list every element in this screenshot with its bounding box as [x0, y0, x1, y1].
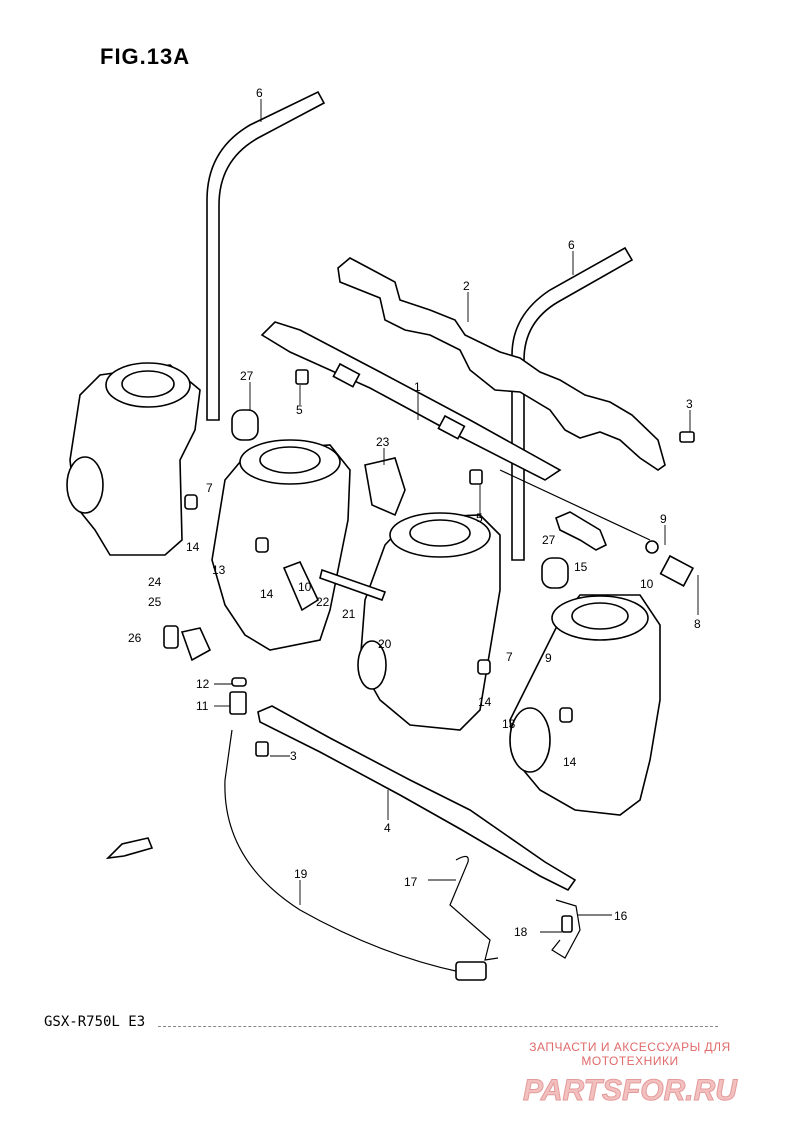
carburetor-4: [509, 594, 661, 816]
callout: 26: [128, 631, 142, 645]
watermark-logo: PARTSFOR.RU: [480, 1072, 780, 1113]
callout: 5: [296, 403, 303, 417]
lower-bracket: [257, 705, 577, 892]
callout: 27: [240, 369, 254, 383]
callout: 16: [614, 909, 628, 923]
callout: 1: [414, 380, 421, 394]
callout: 27: [542, 533, 556, 547]
choke-cable: [224, 729, 487, 981]
carburetor-2: [211, 439, 351, 651]
carburetor-3: [357, 512, 501, 731]
callout: 6: [256, 86, 263, 100]
callout: 21: [342, 607, 356, 621]
callout: 14: [186, 540, 200, 554]
callout: 15: [574, 560, 588, 574]
callout: 13: [502, 717, 516, 731]
fwd-direction-arrow: FWD: [105, 837, 154, 860]
vent-hose-left: [206, 90, 326, 421]
callout: 3: [686, 397, 693, 411]
link-plate: [260, 321, 562, 481]
callout: 19: [294, 867, 308, 881]
callout: 10: [640, 577, 654, 591]
callout: 14: [478, 695, 492, 709]
watermark-text: ЗАПЧАСТИ И АКСЕССУАРЫ ДЛЯ МОТОТЕХНИКИ: [529, 1040, 731, 1068]
footer-divider: [158, 1026, 718, 1027]
callout: 9: [660, 512, 667, 526]
cable-bracket: [555, 511, 608, 551]
callout: 7: [206, 481, 213, 495]
svg-text:FWD: FWD: [123, 843, 140, 854]
callout: 3: [290, 749, 297, 763]
callout: 25: [148, 595, 162, 609]
leader-lines: [214, 99, 699, 933]
callout: 8: [694, 617, 701, 631]
callout: 23: [376, 435, 390, 449]
callout: 10: [298, 580, 312, 594]
callout: 7: [506, 650, 513, 664]
callout: 12: [196, 677, 210, 691]
callout: 9: [545, 651, 552, 665]
upper-bracket: [337, 257, 666, 471]
watermark: ЗАПЧАСТИ И АКСЕССУАРЫ ДЛЯ МОТОТЕХНИКИ PA…: [480, 1040, 780, 1113]
svg-text:PARTSFOR.RU: PARTSFOR.RU: [523, 1074, 738, 1107]
model-label: GSX-R750L E3: [44, 1014, 146, 1030]
callout: 22: [316, 595, 330, 609]
callout: 20: [378, 637, 392, 651]
throttle-cable: [499, 469, 695, 587]
callout: 18: [514, 925, 528, 939]
callout: 17: [404, 875, 418, 889]
callout: 2: [463, 279, 470, 293]
callout: 11: [196, 699, 209, 713]
callout: 14: [260, 587, 274, 601]
small-parts: [163, 369, 695, 757]
callout: 14: [563, 755, 577, 769]
callout: 24: [148, 575, 162, 589]
vent-hose-right: [511, 246, 634, 561]
callout: 6: [568, 238, 575, 252]
carburetor-1: [66, 362, 201, 556]
callout-labels: 6 6 2 1 3 27 5 23 5 9 7 14 13 14 22 21 1…: [128, 86, 701, 939]
callout: 4: [384, 821, 391, 835]
callout: 13: [212, 563, 226, 577]
callout: 5: [476, 511, 483, 525]
figure-title: FIG.13A: [100, 44, 191, 69]
spring-and-bracket: [449, 855, 581, 961]
